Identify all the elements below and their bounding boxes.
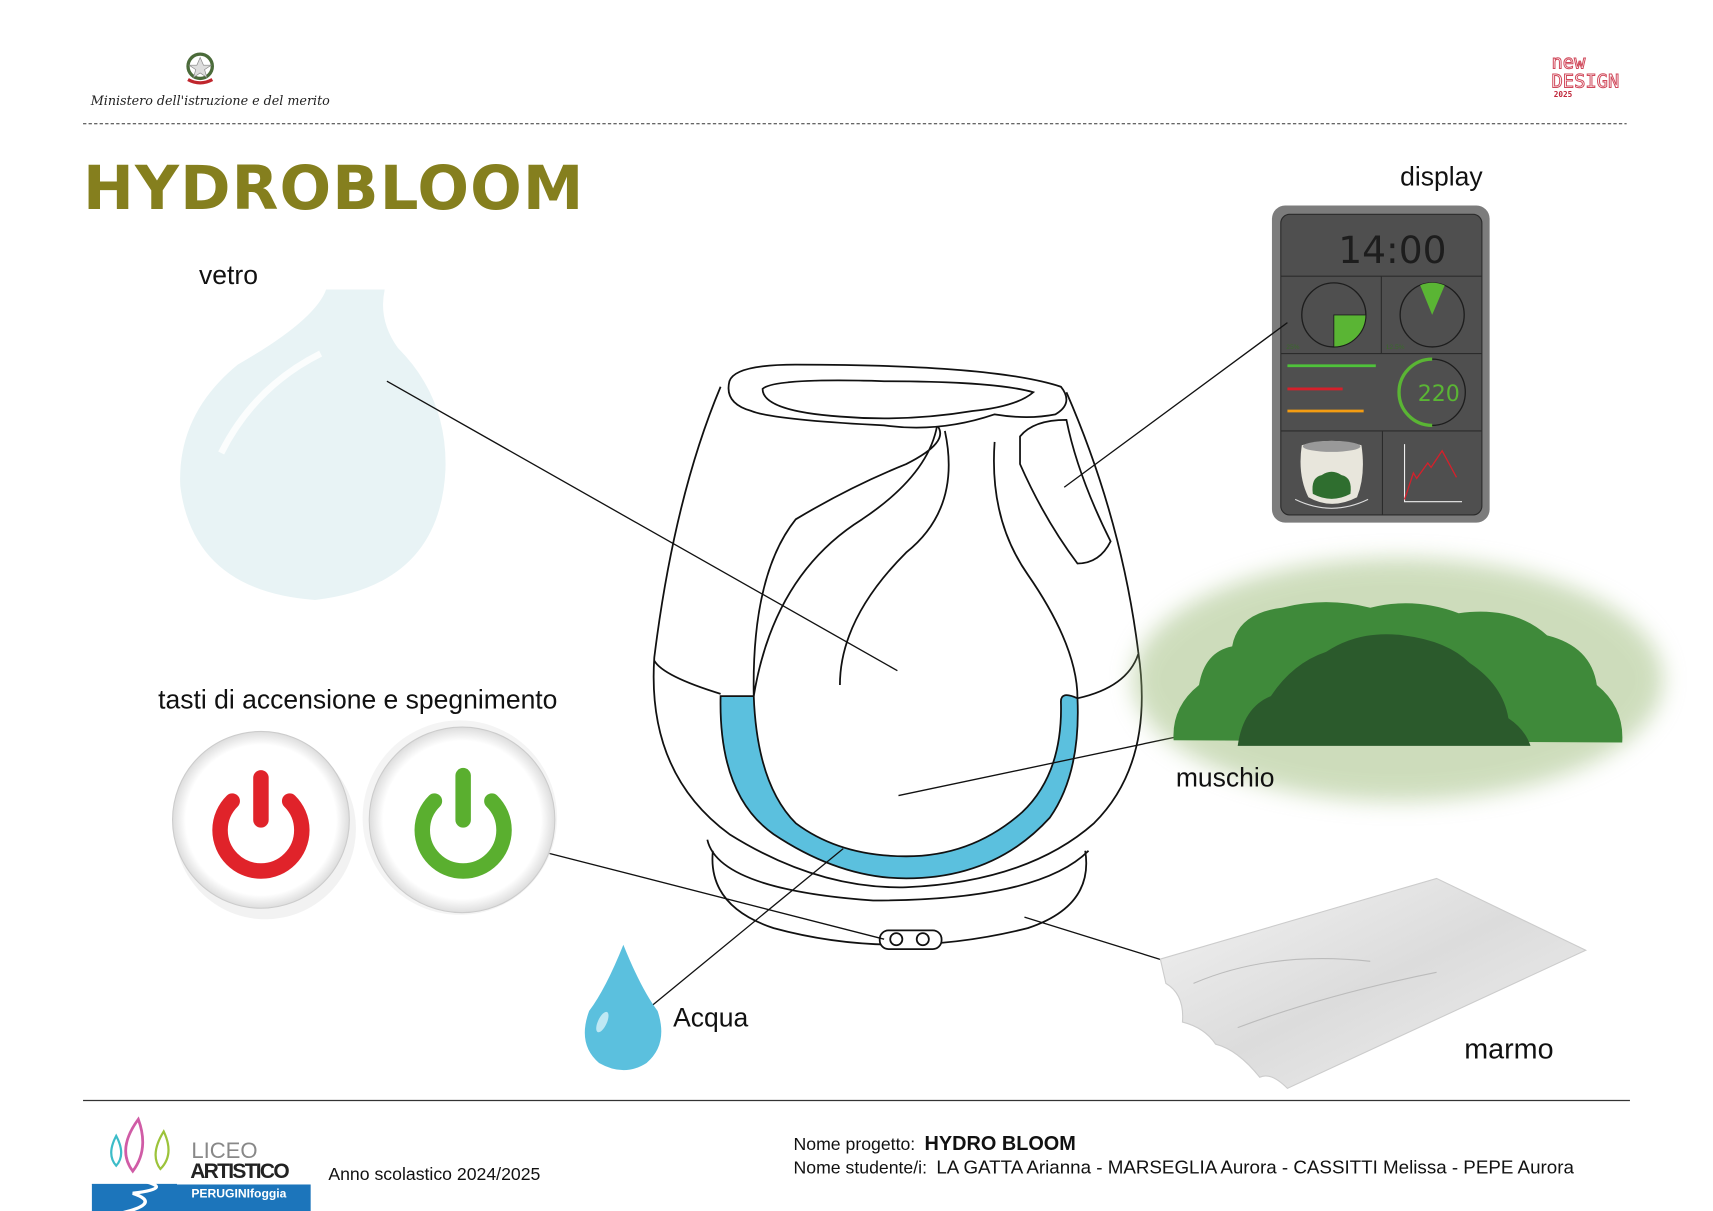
label-marble: marmo (1464, 1034, 1553, 1066)
gauge-value: 220 (1418, 381, 1460, 407)
level-bars (1287, 364, 1376, 413)
vase-icon (1294, 440, 1369, 509)
display-time: 14:00 (1338, 228, 1446, 272)
power-off-button[interactable] (171, 730, 356, 920)
label-display: display (1400, 162, 1483, 192)
school-logo: LICEO ARTISTICO PERUGINIfoggia (91, 1116, 311, 1211)
svg-text:ARTISTICO: ARTISTICO (190, 1160, 289, 1183)
svg-text:LICEO: LICEO (191, 1138, 257, 1163)
students-names: LA GATTA Arianna - MARSEGLIA Aurora - CA… (936, 1156, 1574, 1177)
project-label: Nome progetto: (794, 1134, 916, 1154)
ministry-emblem (186, 52, 214, 85)
water-drop-icon (584, 944, 662, 1071)
label-moss: muschio (1176, 763, 1275, 793)
page-title: HYDROBLOOM (83, 154, 584, 224)
pie-chart-1: 25% (1286, 282, 1367, 351)
project-name: HYDRO BLOOM (925, 1133, 1076, 1155)
svg-text:design: design (1551, 71, 1619, 92)
school-year: Anno scolastico 2024/2025 (328, 1164, 540, 1184)
glass-drop-image (180, 289, 446, 600)
svg-text:2025: 2025 (1554, 90, 1573, 99)
students-label: Nome studente/i: (794, 1157, 927, 1177)
display-panel: 14:00 25% 12.5% 220 (1271, 205, 1490, 523)
power-icon (212, 770, 310, 879)
drop-highlight (596, 1011, 609, 1033)
project-line: Nome progetto: HYDRO BLOOM (794, 1133, 1076, 1155)
label-water: Acqua (673, 1002, 748, 1032)
leader-lines (386, 322, 1288, 1006)
moss-image (1132, 557, 1664, 802)
label-glass: vetro (199, 260, 258, 290)
power-on-button[interactable] (362, 720, 558, 915)
svg-text:new: new (1551, 53, 1586, 74)
students-line: Nome studente/i: LA GATTA Arianna - MARS… (794, 1156, 1575, 1177)
pie-chart-2: 12.5% (1386, 282, 1465, 351)
power-icon (414, 767, 512, 879)
new-design-logo: new design 2025 (1551, 52, 1620, 99)
marble-slab-image (1159, 877, 1588, 1090)
hydrobloom-product (652, 363, 1143, 951)
glass-highlight (218, 350, 323, 455)
line-chart-icon (1403, 444, 1462, 503)
svg-text:PERUGINIfoggia: PERUGINIfoggia (191, 1187, 286, 1201)
label-buttons: tasti di accensione e spegnimento (158, 684, 557, 714)
marble-veins (1193, 958, 1437, 1029)
ministry-name: Ministero dell'istruzione e del merito (90, 93, 330, 108)
pie-2-label: 12.5% (1386, 344, 1405, 351)
pie-1-label: 25% (1286, 344, 1299, 351)
gauge: 220 (1397, 357, 1466, 428)
